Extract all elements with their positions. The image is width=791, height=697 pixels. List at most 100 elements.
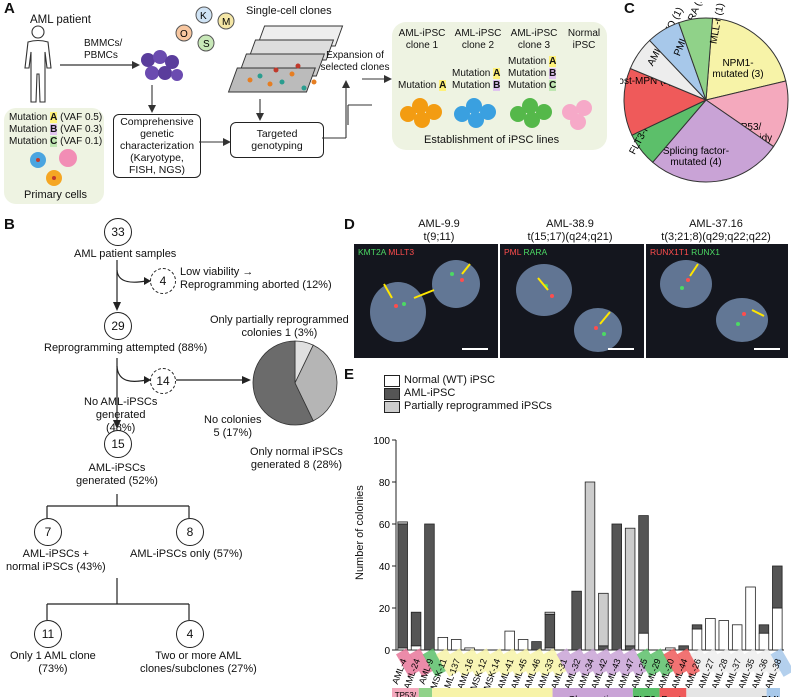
- cat-bg-AML-33: [543, 648, 567, 677]
- group-label-3: Chromatin-spliceosome: [565, 695, 621, 697]
- cat-bg-AML-41: [503, 648, 527, 677]
- panel-d-label: D: [344, 216, 355, 233]
- y-tick-label-2: 40: [379, 562, 391, 573]
- pie-c-label-0: NPM1-mutated (3): [712, 58, 763, 80]
- expansion-label: Expansion of selected clones: [320, 50, 390, 74]
- bar-AML-36-0: [758, 632, 770, 651]
- node-8: 8: [176, 518, 204, 546]
- pie-c-slice-2: [651, 99, 775, 183]
- bar-AML-46-1: [531, 641, 542, 651]
- y-tick-label-4: 80: [379, 478, 391, 489]
- cat-bg-AML-44: [676, 648, 701, 677]
- source-label-2: PBMCs: [84, 50, 118, 61]
- factor-s-text: S: [203, 39, 210, 50]
- no-aml-ipsc-pie: [252, 340, 338, 426]
- bar-AML-34-2: [584, 481, 596, 651]
- source-label-1: BMMCs/: [84, 38, 123, 49]
- fish-image-2: PML RARA: [500, 244, 644, 358]
- expansion-line-2: selected clones: [320, 62, 390, 73]
- legend-normal: Normal (WT) iPSC: [384, 374, 552, 387]
- pie-c-slice-0: [705, 17, 787, 101]
- mutation-b-vaf: (VAF 0.3): [57, 124, 103, 135]
- colony-bar-chart: 020406080100AML-4AML-24AML-9MSK-11AML-13…: [373, 436, 791, 697]
- group-band-0: [392, 688, 419, 697]
- patient-label: AML patient: [30, 14, 91, 26]
- node-4-aborted: 4: [150, 268, 176, 294]
- char-line-1: Comprehensive: [120, 116, 194, 128]
- arrow-to-targeted: [199, 138, 231, 146]
- cat-bg-AML-38: [770, 648, 791, 677]
- node-29-label: Reprogramming attempted (88%): [44, 342, 208, 354]
- mutation-c-line: Mutation C (VAF 0.1): [9, 136, 102, 148]
- panel-c-label: C: [624, 0, 635, 17]
- y-tick-label-5: 100: [373, 436, 390, 447]
- group-band-4: [632, 688, 660, 697]
- bar-AML-16-0: [464, 647, 475, 651]
- cat-bg-AML-29: [650, 648, 674, 677]
- pie-c-slice-7: [678, 17, 714, 101]
- cat-bg-AML-45: [516, 648, 540, 677]
- cat-bg-AML-36: [757, 648, 781, 677]
- group-band-7: [766, 688, 780, 697]
- node-7: 7: [34, 518, 62, 546]
- group-band-5: [659, 688, 687, 697]
- bar-AML-32-1: [571, 590, 582, 651]
- legend-aml: AML-iPSC: [384, 387, 552, 400]
- cat-bg-AML-26: [690, 648, 714, 677]
- patient-figure-icon: [24, 25, 52, 103]
- char-line-3: characterization: [119, 140, 195, 152]
- bar-AML-38-0: [772, 607, 783, 651]
- mutation-a-letter: A: [50, 112, 58, 123]
- mutation-a-line: Mutation A (VAF 0.5): [9, 112, 102, 124]
- group-label-4: FLT3-ITD: [633, 695, 659, 697]
- node-8-label: AML-iPSCs only (57%): [130, 548, 243, 560]
- cat-bg-AML-43: [610, 648, 634, 677]
- factor-k-text: K: [200, 11, 207, 22]
- cat-bg-AML-25: [636, 648, 661, 677]
- group-label-5: Post-MPN: [661, 695, 684, 697]
- pie-b-slice-1: [294, 344, 338, 422]
- panel-a-label: A: [4, 0, 15, 17]
- cat-bg-AML-35: [743, 648, 768, 677]
- char-line-4: (Karyotype,: [130, 152, 184, 164]
- scale-bar-1: [462, 348, 488, 350]
- subtype-pie-chart: NPM1-mutated (3)TP53/aneuploidy(2)Splici…: [620, 2, 789, 183]
- bar-AML-20-0: [665, 647, 676, 651]
- panel-b-label: B: [4, 216, 15, 233]
- bar-AML-44-1: [678, 645, 689, 651]
- clones-title: Single-cell clones: [246, 5, 332, 17]
- mutation-c-vaf: (VAF 0.1): [57, 136, 103, 147]
- node-4-label: Low viability →Reprogramming aborted (12…: [180, 266, 332, 291]
- mutation-b-prefix: Mutation: [9, 124, 51, 135]
- bar-AML-38-1: [772, 565, 783, 609]
- establishment-label: Establishment of iPSC lines: [424, 134, 560, 146]
- pie-c-label-2: Splicing factor-mutated (4): [663, 146, 729, 168]
- group-band-1: [418, 688, 433, 697]
- flow-connectors: [46, 260, 251, 620]
- group-band-3: [552, 688, 633, 697]
- factor-m-text: M: [222, 17, 230, 28]
- bar-AML-28-0: [718, 620, 730, 651]
- node-7-label: AML-iPSCs +normal iPSCs (43%): [6, 548, 106, 573]
- bar-AML-43-1: [611, 523, 622, 651]
- mutation-c-letter: C: [50, 136, 58, 147]
- group-label-7: PML-RARA: [759, 695, 787, 697]
- fish-image-3: RUNX1T1 RUNX1: [646, 244, 788, 358]
- node-14-none: 14: [150, 368, 176, 394]
- scale-bar-3: [754, 348, 780, 350]
- mutation-a-prefix: Mutation: [9, 112, 51, 123]
- bar-AML-42-2: [598, 592, 609, 647]
- bar-AML-37-0: [731, 624, 743, 651]
- primary-cells-icon: [30, 149, 77, 186]
- cat-bg-MSK-12: [476, 648, 500, 677]
- chart-legend: Normal (WT) iPSC AML-iPSC Partially repr…: [384, 374, 552, 413]
- characterization-box: Comprehensive genetic characterization (…: [113, 114, 201, 178]
- cat-bg-AML-34: [583, 648, 607, 677]
- pie-c-slice-1: [704, 80, 789, 148]
- cat-bg-AML-9: [422, 648, 447, 677]
